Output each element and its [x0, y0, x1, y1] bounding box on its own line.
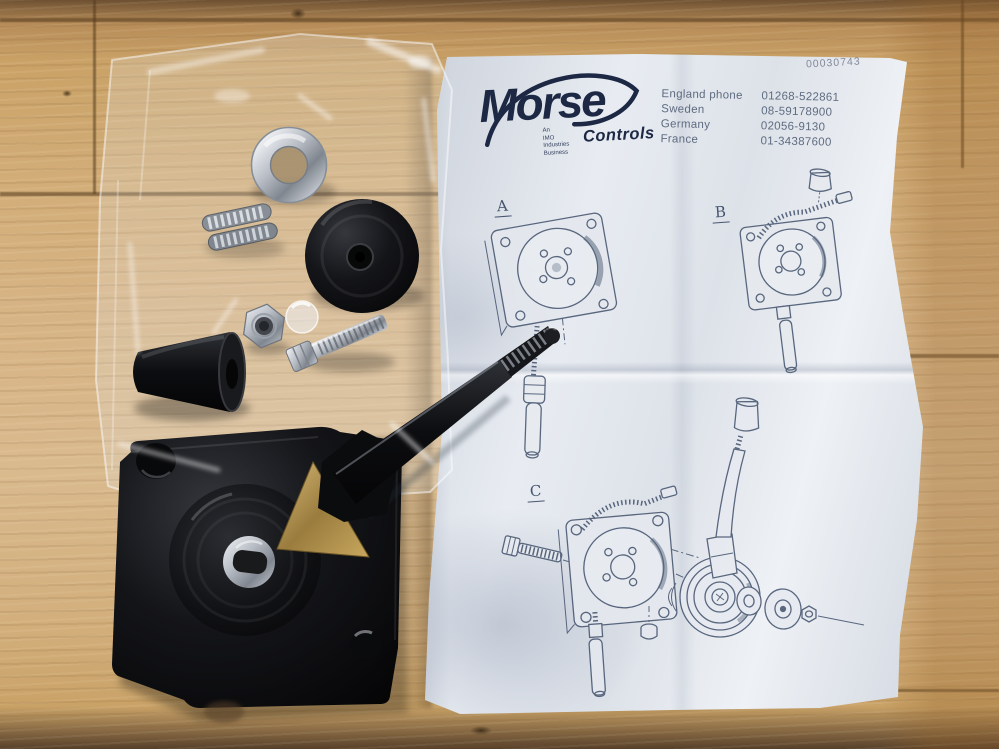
wood-knot: [62, 90, 72, 97]
plank-seam-top: [0, 18, 999, 22]
wood-knot: [470, 726, 492, 735]
figure-label-b: B: [711, 202, 730, 224]
contact-number: 01268-522861: [761, 90, 840, 104]
contact-region: England phone: [661, 88, 743, 102]
plank-seam-bottom-right: [860, 689, 999, 692]
plank-seam-left: [0, 192, 455, 196]
paper-shadow: [404, 60, 432, 708]
contact-region: France: [660, 133, 699, 146]
contacts-table: England phone 01268-522861 Sweden 08-591…: [660, 88, 839, 149]
wood-knot: [290, 8, 306, 19]
figure-label-a: A: [493, 196, 512, 218]
plank-joint-right: [961, 0, 964, 168]
contact-number: 01-34387600: [760, 135, 832, 149]
logo-swoosh-icon: [484, 73, 640, 148]
logo-division-text: Controls: [582, 124, 656, 146]
morse-logo: Morse An IMO Industries Business Control…: [475, 59, 680, 179]
plank-joint-left: [93, 0, 96, 194]
figure-label-c: C: [526, 481, 546, 503]
contact-region: Germany: [660, 118, 711, 132]
contact-number: 02056-9130: [760, 120, 826, 134]
contact-region: Sweden: [661, 103, 705, 117]
plank-seam-right: [840, 354, 999, 358]
logo-brand-text: Morse: [477, 73, 606, 133]
tagline-line: Business: [543, 149, 569, 157]
logo-tagline: An IMO Industries Business: [542, 127, 570, 158]
contact-number: 08-59178900: [761, 105, 833, 119]
